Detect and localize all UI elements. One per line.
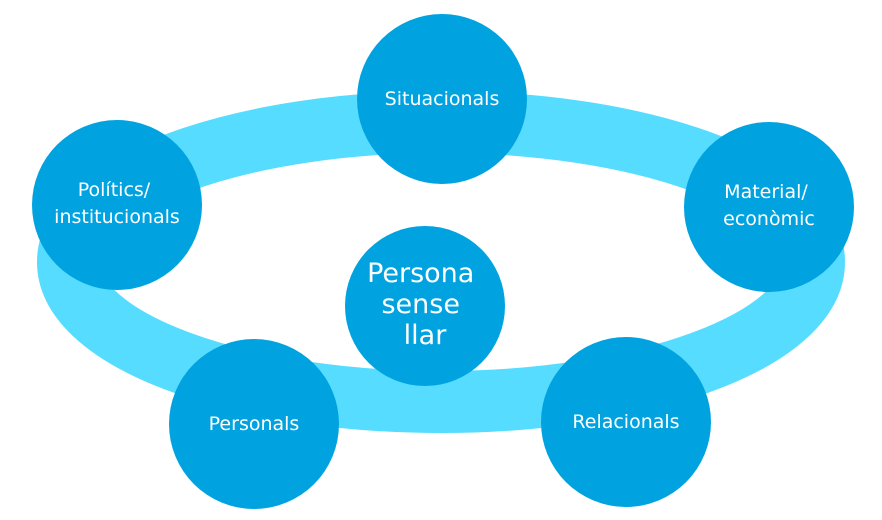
node-relacionals-label-line-1: Relacionals bbox=[572, 411, 679, 433]
node-personals: Personals bbox=[169, 339, 339, 509]
node-politics-institucionals-label-line-1: Polítics/ bbox=[78, 179, 151, 201]
center-label-line-1: Persona bbox=[367, 258, 474, 289]
node-politics-institucionals-label: Polítics/ institucionals bbox=[54, 179, 180, 228]
center-circle bbox=[345, 226, 505, 386]
node-material-economic-label: Material/ econòmic bbox=[723, 181, 815, 230]
center-label: Persona sense llar bbox=[367, 258, 483, 351]
node-politics-institucionals-circle bbox=[32, 120, 202, 290]
center-label-line-2: sense bbox=[381, 289, 459, 320]
node-situacionals: Situacionals bbox=[357, 14, 527, 184]
node-relacionals-circle bbox=[541, 337, 711, 507]
center-label-line-3: llar bbox=[404, 320, 448, 351]
node-situacionals-label: Situacionals bbox=[385, 88, 500, 110]
node-situacionals-circle bbox=[357, 14, 527, 184]
node-material-economic-label-line-1: Material/ bbox=[724, 181, 808, 203]
node-personals-circle bbox=[169, 339, 339, 509]
node-material-economic-circle bbox=[684, 122, 854, 292]
node-politics-institucionals: Polítics/ institucionals bbox=[32, 120, 202, 290]
node-material-economic: Material/ econòmic bbox=[684, 122, 854, 292]
node-politics-institucionals-label-line-2: institucionals bbox=[54, 206, 180, 228]
node-personals-label-line-1: Personals bbox=[209, 413, 300, 435]
node-material-economic-label-line-2: econòmic bbox=[723, 208, 815, 230]
node-personals-label: Personals bbox=[209, 413, 300, 435]
center-node: Persona sense llar bbox=[345, 226, 505, 386]
node-relacionals: Relacionals bbox=[541, 337, 711, 507]
node-situacionals-label-line-1: Situacionals bbox=[385, 88, 500, 110]
node-relacionals-label: Relacionals bbox=[572, 411, 679, 433]
